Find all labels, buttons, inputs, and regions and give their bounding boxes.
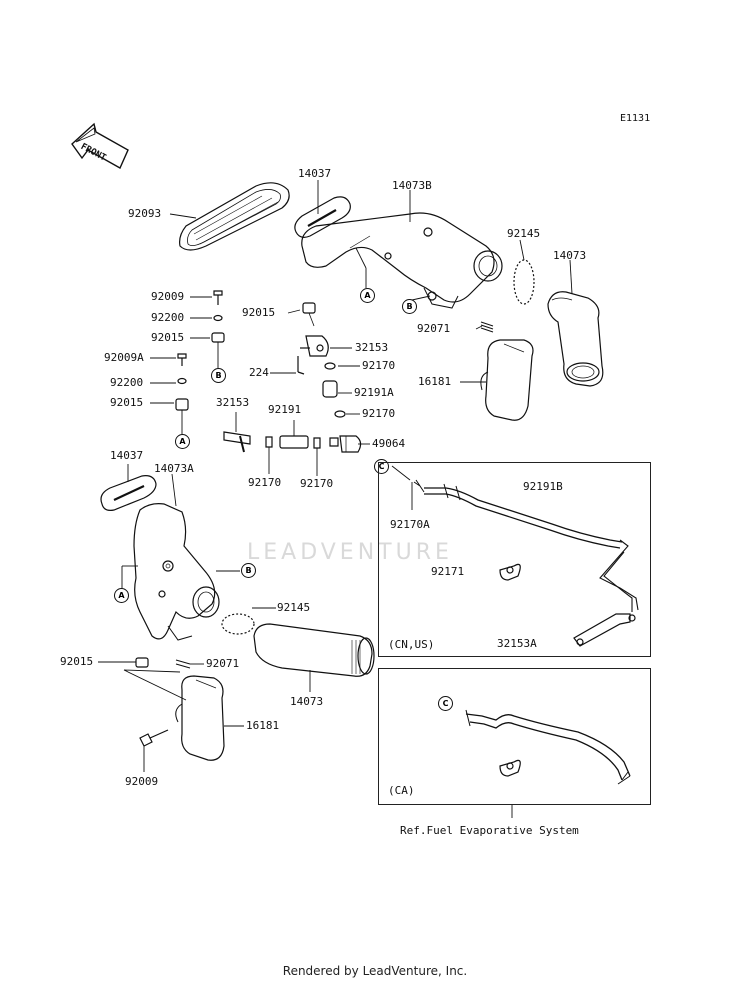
collar-92015-bottom (136, 658, 148, 667)
badge-14037-top (295, 197, 350, 237)
valve-32153-upper (298, 336, 328, 372)
evap-hose-ca (466, 710, 630, 784)
clip-92171 (500, 564, 520, 580)
badge-14037-bottom (101, 476, 156, 511)
part-label-92009-top: 92009 (151, 290, 185, 303)
part-label-14073B: 14073B (392, 179, 432, 192)
part-label-32153-b: 32153 (216, 396, 250, 409)
collar-92071-top (481, 322, 493, 332)
hose-92191A (323, 381, 337, 397)
part-label-92170A: 92170A (390, 518, 430, 531)
part-label-32153-a: 32153 (355, 341, 389, 354)
part-label-92200-mid: 92200 (110, 376, 144, 389)
part-label-14037-bottom: 14037 (110, 449, 144, 462)
part-label-16181-top: 16181 (418, 375, 452, 388)
hardware-stack-upper (212, 291, 224, 342)
marker-a-upper: A (360, 288, 375, 303)
resonator-16181-top (481, 340, 533, 420)
resonator-16181-bottom (176, 676, 224, 760)
part-label-16181-bottom: 16181 (246, 719, 280, 732)
diagram-code: E1131 (620, 113, 651, 124)
o-ring-92145-top (514, 260, 534, 304)
part-label-92093: 92093 (128, 207, 162, 220)
clamp-92170-d (314, 438, 320, 448)
marker-a-lower: A (114, 588, 129, 603)
box-ca (378, 668, 651, 805)
part-label-92145-bottom: 92145 (277, 601, 311, 614)
evap-hose-92191B (414, 480, 638, 612)
leader-lines (98, 180, 572, 818)
part-label-92071-top: 92071 (417, 322, 451, 335)
screw-224 (298, 372, 304, 374)
hardware-stack-lower (176, 354, 188, 410)
hose-92191 (280, 436, 308, 448)
front-arrow-icon (72, 124, 128, 168)
collar-92015-center (303, 303, 315, 326)
marker-b-left: B (211, 368, 226, 383)
part-label-92200-top: 92200 (151, 311, 185, 324)
part-label-92191A: 92191A (354, 386, 394, 399)
collar-92071-bottom (176, 660, 190, 668)
part-label-92009-bottom: 92009 (125, 775, 159, 788)
marker-b-lower: B (241, 563, 256, 578)
valve-32153-lower (224, 432, 250, 452)
part-label-32153A: 32153A (497, 637, 537, 650)
bolt-92009-bottom (140, 730, 168, 746)
part-label-92191B: 92191B (523, 480, 563, 493)
part-label-92015-mid: 92015 (110, 396, 144, 409)
intake-filter-92093 (180, 183, 290, 250)
part-label-224: 224 (249, 366, 269, 379)
reference-text: Ref.Fuel Evaporative System (400, 824, 579, 837)
clamp-92170-c (266, 437, 272, 447)
air-duct-14073A (134, 504, 219, 640)
intake-tube-14073-top (548, 292, 603, 386)
clamp-92170-a (325, 363, 335, 369)
footer-credit: Rendered by LeadVenture, Inc. (282, 964, 468, 978)
part-label-92170-a: 92170 (362, 359, 396, 372)
part-label-92191: 92191 (268, 403, 302, 416)
box-ca-label: (CA) (388, 784, 415, 797)
intake-tube-14073-bottom (254, 624, 374, 676)
box-cn-us (378, 462, 651, 657)
marker-b-upper: B (402, 299, 417, 314)
clip-ca (500, 760, 520, 776)
part-label-92145-top: 92145 (507, 227, 541, 240)
part-label-14073-bottom: 14073 (290, 695, 324, 708)
part-label-92171: 92171 (431, 565, 465, 578)
part-label-92015-top: 92015 (151, 331, 185, 344)
part-label-92170-c: 92170 (248, 476, 282, 489)
marker-a-left: A (175, 434, 190, 449)
o-ring-92145-bottom (222, 614, 254, 634)
part-label-92015-center: 92015 (242, 306, 276, 319)
part-label-92009A: 92009A (104, 351, 144, 364)
marker-c-ca: C (438, 696, 453, 711)
part-label-14073-top: 14073 (553, 249, 587, 262)
part-label-92170-b: 92170 (362, 407, 396, 420)
fitting-32153A (574, 614, 635, 646)
watermark: LEADVENTURE (247, 540, 453, 565)
air-duct-14073B (302, 213, 502, 308)
part-label-14037-top: 14037 (298, 167, 332, 180)
part-label-14073A: 14073A (154, 462, 194, 475)
part-label-92071-bottom: 92071 (206, 657, 240, 670)
part-label-92170-d: 92170 (300, 477, 334, 490)
check-valve-49064 (330, 436, 361, 452)
box-cn-us-label: (CN,US) (388, 638, 435, 651)
part-label-92015-bottom: 92015 (60, 655, 94, 668)
clamp-92170-b (335, 411, 345, 417)
part-label-49064: 49064 (372, 437, 406, 450)
